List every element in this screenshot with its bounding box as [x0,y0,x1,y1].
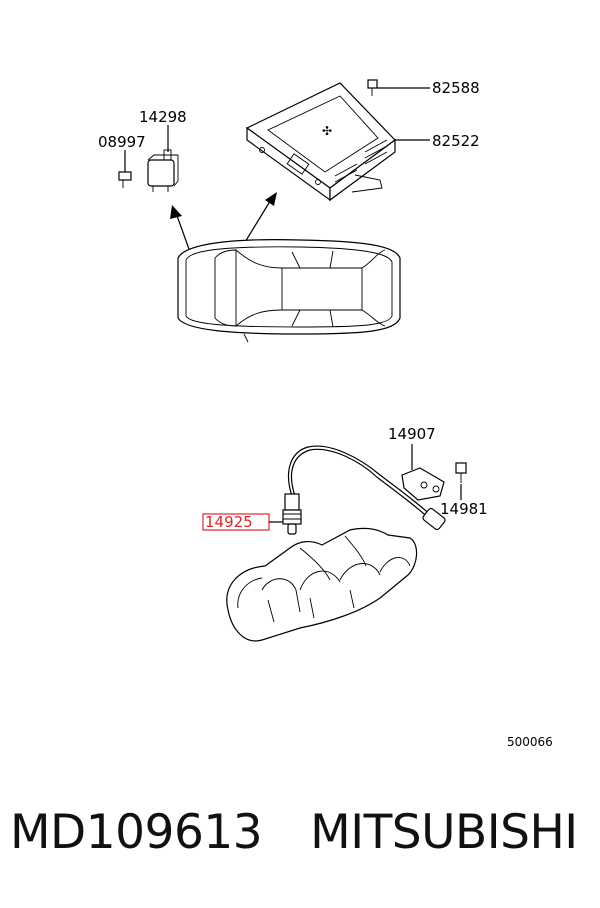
label-14925[interactable]: 14925 [205,513,253,531]
exhaust-manifold [226,527,418,642]
caption: MD109613 MITSUBISHI [10,805,595,875]
diagram-code: 500066 [507,735,553,749]
connector-14907 [422,507,446,531]
screw-14981 [455,462,467,483]
ecu-module: ✣ [245,82,396,202]
car-top-view [177,239,401,343]
oxygen-sensor-14925 [282,493,302,535]
screw-08997 [118,171,132,188]
label-14907[interactable]: 14907 [388,425,436,443]
svg-text:✣: ✣ [322,124,332,138]
bolt-82588 [367,79,378,96]
bracket-14907 [401,467,445,501]
caption-brand: MITSUBISHI [310,805,578,860]
label-08997[interactable]: 08997 [98,133,146,151]
label-82588[interactable]: 82588 [432,79,480,97]
parts-diagram: ✣ 82588 82522 14298 08997 [98,79,553,749]
label-14981[interactable]: 14981 [440,500,488,518]
label-82522[interactable]: 82522 [432,132,480,150]
relay-14298 [147,149,179,192]
caption-part-number[interactable]: MD109613 [10,805,263,860]
label-14298[interactable]: 14298 [139,108,187,126]
